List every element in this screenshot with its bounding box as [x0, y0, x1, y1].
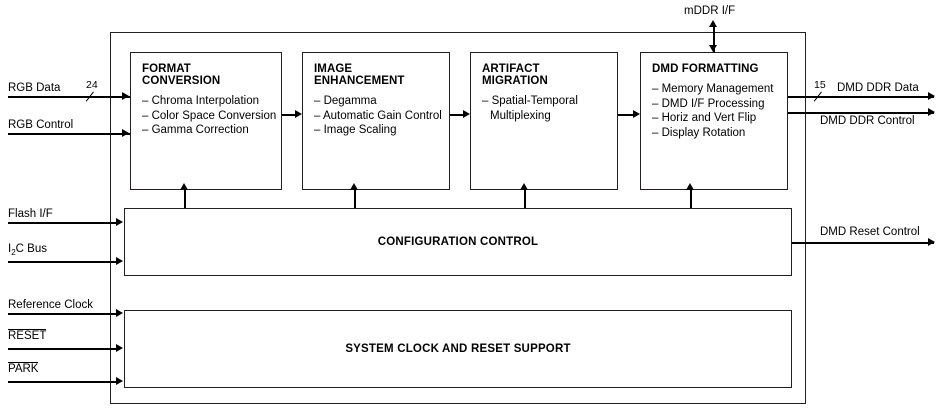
list-item: – Spatial-Temporal: [482, 95, 578, 107]
output-line-dmd-ddr-data: [788, 96, 934, 98]
output-arrow-dmd-ddr-data: [928, 92, 935, 100]
input-label-flash-if: Flash I/F: [8, 208, 53, 220]
block-image-enhancement-items: – Degamma – Automatic Gain Control – Ima…: [314, 94, 442, 138]
output-arrow-dmd-ddr-control: [928, 108, 935, 116]
block-configuration-control: CONFIGURATION CONTROL: [124, 208, 792, 276]
config-to-dmd-line: [690, 190, 692, 208]
i2c-label-rest: C Bus: [15, 243, 47, 255]
input-line-park: [8, 381, 117, 383]
config-to-dmd-arrow: [686, 183, 694, 190]
block-artifact-migration-title: ARTIFACT MIGRATION: [482, 63, 548, 87]
output-line-dmd-reset-control: [792, 242, 934, 244]
list-item: – Chroma Interpolation: [142, 95, 259, 107]
block-format-conversion-items: – Chroma Interpolation – Color Space Con…: [142, 94, 277, 138]
block-format-conversion-title: FORMAT CONVERSION: [142, 63, 221, 87]
input-line-rgb-data: [8, 96, 123, 98]
list-item: – DMD I/F Processing: [652, 97, 765, 110]
list-item: – Degamma: [314, 95, 377, 107]
list-item: Multiplexing: [490, 109, 551, 122]
input-line-rgb-control: [8, 133, 123, 135]
i2c-label-sup: 2: [11, 248, 16, 257]
config-to-format-line: [184, 190, 186, 208]
block-dmd-formatting-title: DMD FORMATTING: [652, 63, 759, 75]
mddr-if-arrow-up: [709, 20, 717, 27]
block-image-enhancement: IMAGE ENHANCEMENT – Degamma – Automatic …: [302, 52, 450, 190]
config-to-artifact-arrow: [520, 183, 528, 190]
block-system-clock-reset-title: SYSTEM CLOCK AND RESET SUPPORT: [345, 343, 571, 355]
list-item: – Horiz and Vert Flip: [652, 112, 757, 124]
input-line-i2c-bus: [8, 261, 117, 263]
list-item: – Image Scaling: [314, 124, 397, 136]
config-to-image-line: [354, 190, 356, 208]
input-line-reset: [8, 348, 117, 350]
input-line-rgb-control-inner: [110, 133, 130, 135]
arrow-artifact-to-dmd-head: [633, 110, 640, 118]
bus-width-dmd-ddr-data: 15: [814, 79, 826, 91]
block-format-conversion: FORMAT CONVERSION – Chroma Interpolation…: [130, 52, 282, 190]
input-label-park: PARK: [8, 362, 39, 376]
input-arrow-i2c-bus: [116, 257, 123, 265]
config-to-image-arrow: [350, 183, 358, 190]
block-configuration-control-title: CONFIGURATION CONTROL: [377, 236, 539, 248]
output-arrow-dmd-reset-control: [928, 238, 935, 246]
input-line-flash-if: [8, 222, 117, 224]
block-system-clock-reset: SYSTEM CLOCK AND RESET SUPPORT: [124, 310, 792, 388]
block-dmd-formatting-items: – Memory Management – DMD I/F Processing…: [652, 82, 778, 140]
arrow-format-to-image-head: [295, 110, 302, 118]
output-label-dmd-ddr-data: DMD DDR Data: [837, 82, 919, 94]
bus-width-rgb-data: 24: [86, 79, 98, 91]
mddr-if-line: [713, 27, 715, 53]
input-label-rgb-control: RGB Control: [8, 119, 74, 131]
input-line-reference-clock: [8, 313, 117, 315]
arrow-image-to-artifact-head: [463, 110, 470, 118]
i2c-label-i: I: [8, 243, 12, 255]
list-item: – Memory Management: [652, 83, 774, 95]
block-dmd-formatting: DMD FORMATTING – Memory Management – DMD…: [640, 52, 788, 190]
block-image-enhancement-title: IMAGE ENHANCEMENT: [314, 63, 405, 87]
mddr-if-arrow-down: [709, 45, 717, 52]
input-label-reset: RESET: [8, 329, 47, 343]
input-line-rgb-data-inner: [110, 96, 130, 98]
arrow-image-to-artifact-line: [450, 114, 463, 116]
input-label-reference-clock: Reference Clock: [8, 299, 94, 311]
list-item: – Gamma Correction: [142, 124, 249, 136]
output-line-dmd-ddr-control: [788, 112, 934, 114]
mddr-if-label: mDDR I/F: [684, 5, 736, 17]
input-arrow-reference-clock: [116, 309, 123, 317]
arrow-artifact-to-dmd-line: [618, 114, 633, 116]
input-label-i2c-bus: I2C Bus: [8, 243, 47, 257]
block-artifact-migration-items: – Spatial-Temporal Multiplexing: [482, 94, 608, 123]
input-arrow-flash-if: [116, 218, 123, 226]
input-arrow-reset: [116, 344, 123, 352]
input-arrow-park: [116, 377, 123, 385]
list-item: – Display Rotation: [652, 126, 746, 139]
block-artifact-migration: ARTIFACT MIGRATION – Spatial-Temporal Mu…: [470, 52, 618, 190]
reset-label-text: RESET: [8, 329, 47, 342]
output-label-dmd-reset-control: DMD Reset Control: [820, 226, 920, 238]
config-to-format-arrow: [180, 183, 188, 190]
config-to-artifact-line: [524, 190, 526, 208]
park-label-text: PARK: [8, 362, 39, 375]
output-label-dmd-ddr-control: DMD DDR Control: [820, 115, 915, 127]
list-item: – Color Space Conversion: [142, 109, 277, 122]
input-label-rgb-data: RGB Data: [8, 82, 61, 94]
list-item: – Automatic Gain Control: [314, 109, 442, 122]
arrow-format-to-image-line: [282, 114, 295, 116]
